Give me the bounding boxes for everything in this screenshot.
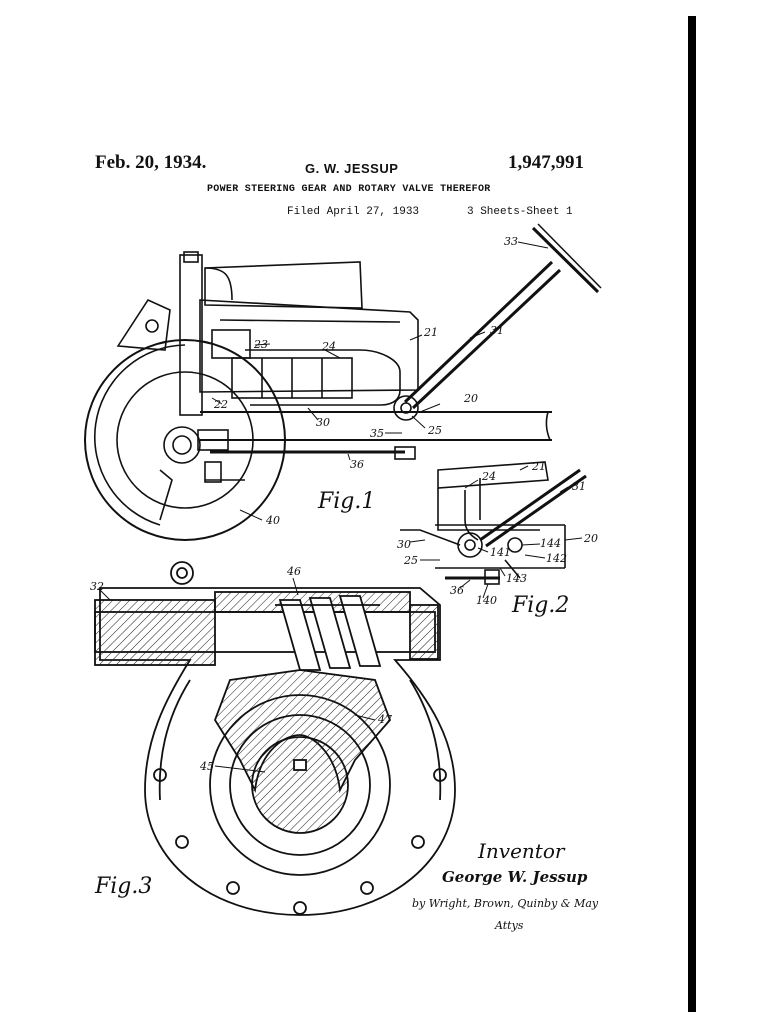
reference-numerals: 33 31 21 23 24 22 20 25 30 35 36 40 24 2…	[90, 235, 598, 773]
inventor-signature: George W. Jessup	[442, 868, 588, 886]
patent-date: Feb. 20, 1934.	[95, 152, 207, 173]
sheet-count: 3 Sheets-Sheet 1	[467, 206, 573, 218]
ref-36-fig2: 36	[450, 584, 464, 597]
ref-36: 36	[350, 458, 364, 471]
inventor-header: G. W. JESSUP	[305, 161, 399, 176]
ref-25-fig2: 25	[403, 554, 418, 567]
ref-22: 22	[213, 398, 228, 411]
ref-141: 141	[490, 546, 511, 559]
ref-144: 144	[540, 537, 561, 550]
ref-20: 20	[463, 392, 478, 405]
figure-1-caption: Fig.1	[317, 489, 375, 514]
ref-24: 24	[321, 340, 336, 353]
ref-142: 142	[546, 552, 567, 565]
ref-24-fig2: 24	[481, 470, 496, 483]
ref-33: 33	[504, 235, 518, 248]
patent-title: POWER STEERING GEAR AND ROTARY VALVE THE…	[207, 184, 491, 195]
figure-1-drawing	[84, 223, 602, 541]
page-edge-bar	[688, 16, 696, 1012]
ref-31-fig2: 31	[572, 480, 586, 493]
leader-lines	[99, 241, 583, 773]
ref-23: 23	[253, 338, 268, 351]
inventor-label: Inventor	[477, 839, 566, 863]
ref-143: 143	[506, 572, 527, 585]
ref-30: 30	[316, 416, 330, 429]
patent-number: 1,947,991	[508, 152, 584, 173]
ref-21: 21	[423, 326, 438, 339]
figure-3-drawing	[94, 561, 456, 916]
attorneys-signature: by Wright, Brown, Quinby & May	[412, 897, 599, 910]
figure-3-caption: Fig.3	[94, 874, 152, 899]
ref-140: 140	[476, 594, 497, 607]
signature-block: Inventor George W. Jessup by Wright, Bro…	[412, 839, 599, 932]
attys-label: Attys	[494, 919, 524, 932]
figure-2-caption: Fig.2	[511, 593, 569, 618]
ref-20-fig2: 20	[583, 532, 598, 545]
ref-30-fig2: 30	[397, 538, 411, 551]
ref-47: 47	[377, 713, 392, 726]
ref-32: 32	[90, 580, 104, 593]
ref-31: 31	[490, 324, 504, 337]
ref-46: 46	[286, 565, 301, 578]
figure-2-drawing	[400, 461, 587, 585]
ref-35: 35	[370, 427, 384, 440]
filed-date: Filed April 27, 1933	[287, 206, 420, 218]
ref-21-fig2: 21	[531, 460, 546, 473]
ref-25: 25	[427, 424, 442, 437]
ref-40: 40	[265, 514, 280, 527]
ref-45: 45	[199, 760, 214, 773]
